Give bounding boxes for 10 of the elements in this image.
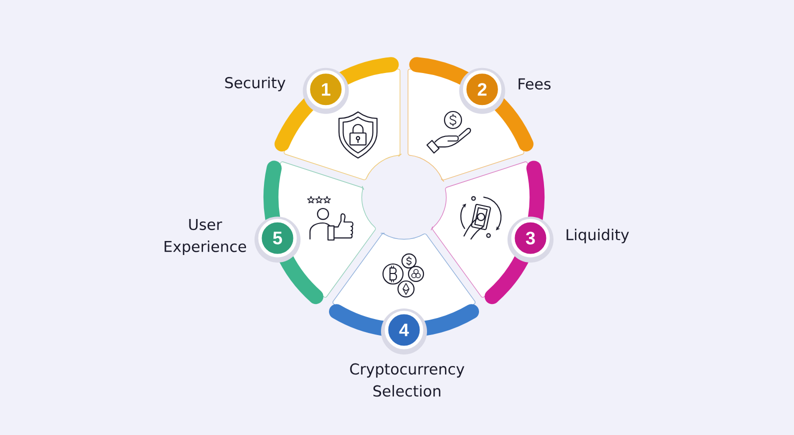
- segment-label: User Experience: [164, 218, 246, 256]
- number-badge: 3: [508, 216, 554, 263]
- segment-label: Fees: [518, 78, 551, 90]
- segment-label: Cryptocurrency Selection: [350, 363, 464, 397]
- number-badge: 5: [254, 216, 301, 263]
- number-badge: 2: [459, 68, 506, 114]
- segment-label: Liquidity: [566, 228, 629, 244]
- segment-label: Security: [225, 76, 286, 92]
- number-badge: 1: [302, 68, 349, 114]
- number-badge: 4: [381, 308, 427, 354]
